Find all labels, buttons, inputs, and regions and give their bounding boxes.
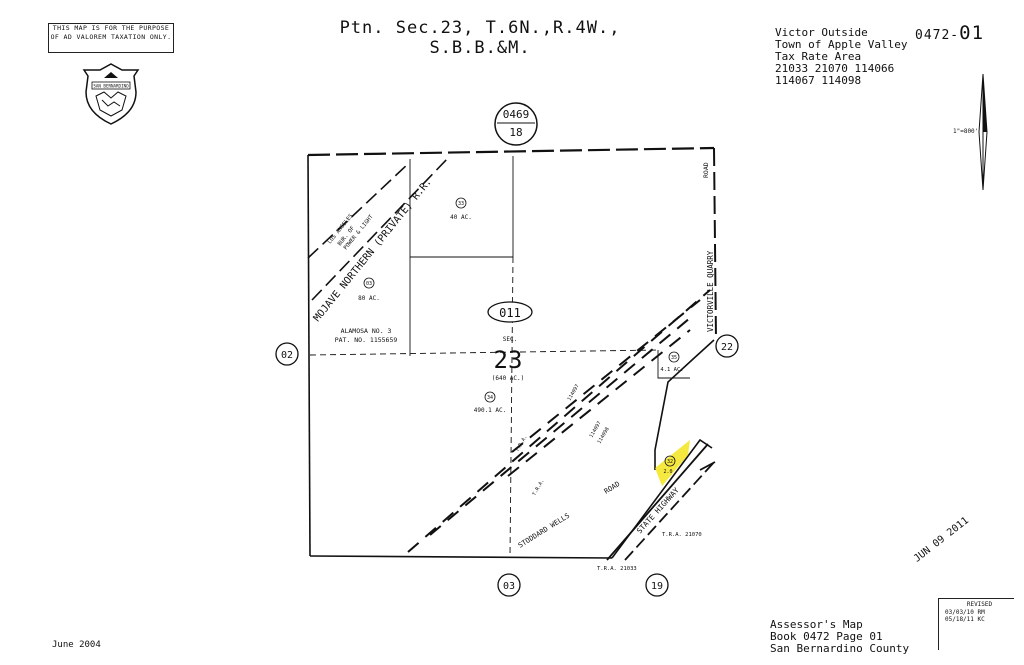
section-boundary xyxy=(307,146,717,559)
notice-line-2: OF AD VALOREM TAXATION ONLY. xyxy=(50,33,172,41)
scale-label: 1"=800' xyxy=(953,128,979,135)
parcel-area: 2.0 xyxy=(663,469,672,475)
notice-line-1: THIS MAP IS FOR THE PURPOSE xyxy=(52,24,170,32)
parcel-03: 03 80 AC. xyxy=(358,277,380,302)
assessor-line-1: Assessor's Map xyxy=(770,618,863,631)
tra-21033: T.R.A. 21033 xyxy=(597,566,637,572)
quarry-road-label: VICTORVILLE QUARRY xyxy=(706,250,715,332)
parcel-lines xyxy=(309,156,690,557)
adjacent-top-page: 18 xyxy=(509,126,522,139)
adjacent-bottom-left-label: 03 xyxy=(503,581,515,592)
highlighted-parcel xyxy=(655,440,690,486)
assessor-line-2: Book 0472 Page 01 xyxy=(770,630,883,643)
parcel-area: 490.1 AC. xyxy=(474,407,507,414)
parcel-area: 80 AC. xyxy=(358,295,380,302)
adjacent-map-bottom-right: 19 xyxy=(645,573,669,597)
map-book: 0472- xyxy=(915,28,960,43)
seal-text: SAN BERNARDINO xyxy=(93,84,129,89)
parcel-num: 32 xyxy=(667,459,673,465)
adjacent-map-bottom-left: 03 xyxy=(497,573,521,597)
revision-box: REVISED 03/03/10 RM 05/18/11 KC xyxy=(938,598,1014,650)
tra-label-a: T.R.A. xyxy=(515,434,529,453)
map-number: 0472-01 xyxy=(915,22,984,44)
adjacent-map-left: 02 xyxy=(275,342,299,366)
map-date: June 2004 xyxy=(52,640,101,650)
patent-label: PAT. NO. 1155659 xyxy=(335,336,398,344)
section-label: SEC. xyxy=(503,336,517,343)
section-area: (640 AC.) xyxy=(492,375,525,382)
map-page: 01 xyxy=(959,22,985,44)
block-oval xyxy=(487,301,533,323)
section-number: 23 xyxy=(494,346,523,374)
parcel-num: 03 xyxy=(366,281,372,287)
county-seal: SAN BERNARDINO xyxy=(82,63,140,125)
tra-line: 21033 21070 114066 xyxy=(775,62,895,75)
parcel-num: 35 xyxy=(671,355,677,361)
adjacent-top-book: 0469 xyxy=(503,108,530,121)
tra-114097-a: 114097 xyxy=(567,383,581,402)
tra-21070: T.R.A. 21070 xyxy=(662,532,702,538)
parcel-35: 35 4.1 AC. xyxy=(660,351,684,373)
tax-rate-area: Victor Outside Town of Apple Valley Tax … xyxy=(775,27,907,87)
revised-header: REVISED xyxy=(966,601,993,608)
road-label-top: ROAD xyxy=(702,162,710,178)
alamosa-label: ALAMOSA NO. 3 xyxy=(341,327,392,335)
parcel-34: 34 490.1 AC. xyxy=(474,391,507,414)
adjacent-map-right: 22 xyxy=(715,334,739,358)
parcel-num: 33 xyxy=(458,201,464,207)
tra-line: 114067 114098 xyxy=(775,74,862,87)
tra-label-b: T.R.A. xyxy=(532,478,546,497)
north-arrow-icon xyxy=(978,73,988,191)
adjacent-map-top: 0469 18 xyxy=(494,102,538,146)
block-number: 011 xyxy=(499,306,521,320)
highway-label: STATE HIGHWAY xyxy=(635,485,681,535)
taxation-notice: THIS MAP IS FOR THE PURPOSE OF AD VALORE… xyxy=(48,23,174,53)
stoddard-wells-road xyxy=(407,289,711,553)
stoddard-road-label: ROAD xyxy=(603,480,622,496)
assessor-line-3: San Bernardino County xyxy=(770,642,910,655)
tra-line: Town of Apple Valley xyxy=(775,38,908,51)
adjacent-bottom-right-label: 19 xyxy=(651,581,663,592)
railroad-right-of-way xyxy=(307,157,449,301)
parcel-area: 4.1 AC. xyxy=(660,367,683,373)
revised-date-2: 05/18/11 KC xyxy=(945,616,985,623)
assessor-block: Assessor's Map Book 0472 Page 01 San Ber… xyxy=(770,619,909,655)
stoddard-label: STODDARD WELLS xyxy=(517,512,571,550)
adjacent-right-label: 22 xyxy=(721,342,733,353)
revised-date-1: 03/03/10 RM xyxy=(945,609,985,616)
tra-line: Victor Outside xyxy=(775,26,868,39)
parcel-area: 40 AC. xyxy=(450,214,472,221)
map-title: Ptn. Sec.23, T.6N.,R.4W., S.B.B.&M. xyxy=(339,18,621,58)
state-highway-lines xyxy=(606,443,717,561)
adjacent-left-label: 02 xyxy=(281,350,293,361)
parcel-33: 33 40 AC. xyxy=(450,197,472,221)
tra-line: Tax Rate Area xyxy=(775,50,862,63)
parcel-32: 32 2.0 xyxy=(663,455,676,475)
parcel-num: 34 xyxy=(487,395,493,401)
